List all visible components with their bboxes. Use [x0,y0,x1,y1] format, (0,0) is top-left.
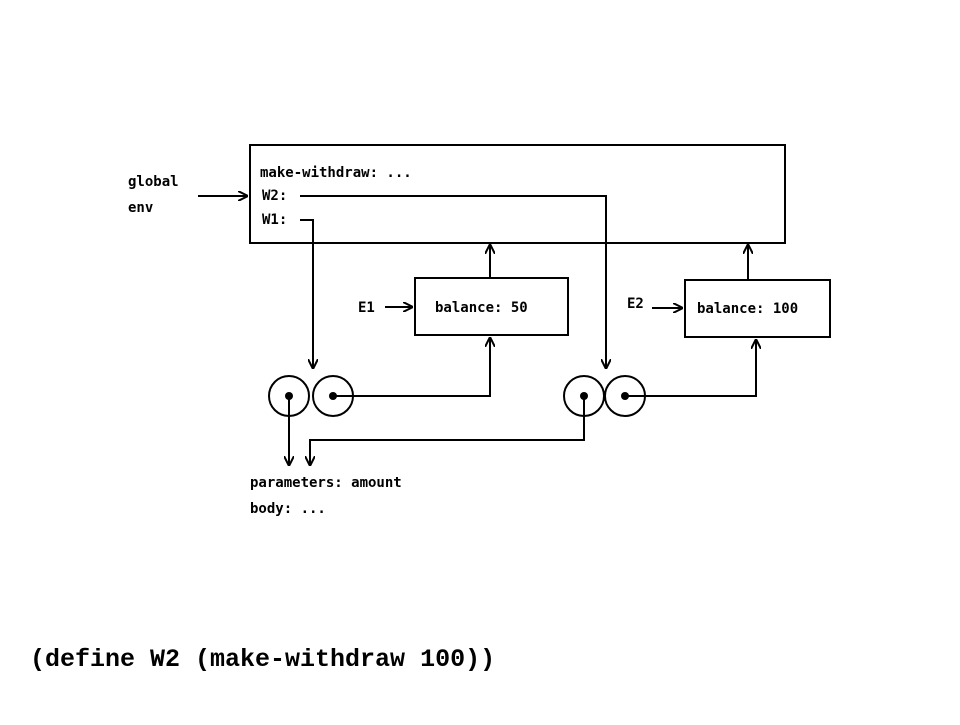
global-binding-w2: W2: [262,188,287,204]
global-binding-make-withdraw: make-withdraw: ... [260,165,412,181]
frame-e2-label: E2 [627,296,644,312]
global-env-label-2: env [128,200,153,216]
global-env-label-1: global [128,174,179,190]
caption-code: (define W2 (make-withdraw 100)) [30,645,496,674]
procedure-w2-env-pointer [625,340,756,397]
frame-e2-binding: balance: 100 [697,301,798,317]
procedure-w1-env-pointer [333,338,490,397]
procedure-body: body: ... [250,501,326,517]
global-env-frame [249,144,786,244]
procedure-w2-code-pointer [310,396,585,465]
procedure-parameters: parameters: amount [250,475,402,491]
frame-e1 [414,277,569,336]
w2-binding-arrow [300,195,606,368]
frame-e1-label: E1 [358,300,375,316]
w1-binding-arrow [300,219,313,368]
frame-e2 [684,279,831,338]
frame-e1-binding: balance: 50 [435,300,528,316]
global-binding-w1: W1: [262,212,287,228]
